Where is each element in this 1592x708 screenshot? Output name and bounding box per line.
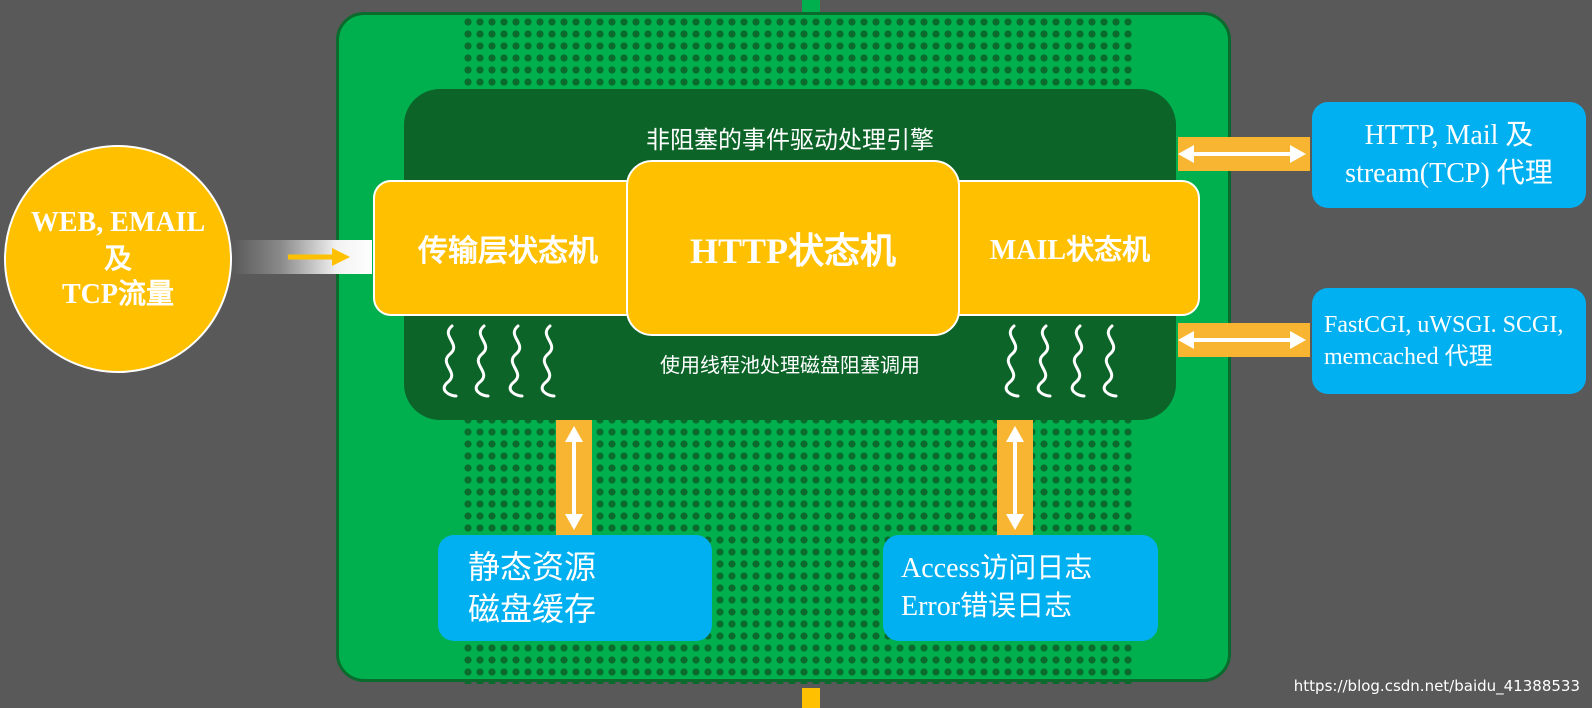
static-resource-box: 静态资源 磁盘缓存 [438, 535, 712, 641]
http-mail-proxy-line2: stream(TCP) 代理 [1345, 158, 1553, 189]
wavy-thread-icon [540, 324, 556, 398]
wavy-thread-icon [1036, 324, 1052, 398]
wavy-thread-icon [442, 324, 458, 398]
wavy-thread-icon-group-right [1004, 324, 1118, 398]
wavy-thread-icon [474, 324, 490, 398]
log-line1: Access访问日志 [901, 553, 1093, 584]
traffic-label-line2: 及 [103, 242, 132, 275]
log-line2: Error错误日志 [901, 591, 1073, 622]
wavy-thread-icon [508, 324, 524, 398]
cgi-proxy-line2: memcached 代理 [1324, 344, 1493, 370]
static-resource-line2: 磁盘缓存 [468, 590, 597, 628]
thread-pool-caption: 使用线程池处理磁盘阻塞调用 [660, 353, 920, 377]
mail-state-machine: MAIL状态机 [940, 180, 1200, 316]
cgi-proxy-box: FastCGI, uWSGI. SCGI, memcached 代理 [1312, 288, 1586, 394]
double-arrow-horizontal-icon [1178, 145, 1306, 163]
double-arrow-horizontal-icon [1178, 331, 1306, 349]
static-resource-line1: 静态资源 [468, 548, 597, 586]
board-dot-pattern-top [462, 16, 1132, 94]
http-mail-proxy-line1: HTTP, Mail 及 [1364, 120, 1534, 151]
traffic-source-circle: WEB, EMAIL 及 TCP流量 [4, 145, 232, 373]
transport-state-machine: 传输层状态机 [373, 180, 643, 316]
wavy-thread-icon [1004, 324, 1020, 398]
board-bottom-connector [802, 688, 820, 708]
traffic-label-line3: TCP流量 [61, 279, 174, 310]
cgi-proxy-line1: FastCGI, uWSGI. SCGI, [1324, 312, 1564, 338]
wavy-thread-icon [1102, 324, 1118, 398]
transport-state-machine-label: 传输层状态机 [418, 234, 598, 269]
http-mail-proxy-box: HTTP, Mail 及 stream(TCP) 代理 [1312, 102, 1586, 208]
traffic-label-line1: WEB, EMAIL [30, 207, 206, 238]
wavy-thread-icon [1070, 324, 1086, 398]
mail-state-machine-label: MAIL状态机 [989, 235, 1151, 266]
watermark-url: https://blog.csdn.net/baidu_41388533 [1293, 677, 1580, 695]
log-box: Access访问日志 Error错误日志 [883, 535, 1158, 641]
http-state-machine-label: HTTP状态机 [689, 231, 897, 271]
engine-title: 非阻塞的事件驱动处理引擎 [646, 126, 934, 154]
double-arrow-vertical-icon [1006, 426, 1024, 530]
right-arrow-icon [288, 248, 350, 266]
http-state-machine: HTTP状态机 [626, 160, 960, 336]
double-arrow-vertical-icon [565, 426, 583, 530]
wavy-thread-icon-group-left [442, 324, 556, 398]
